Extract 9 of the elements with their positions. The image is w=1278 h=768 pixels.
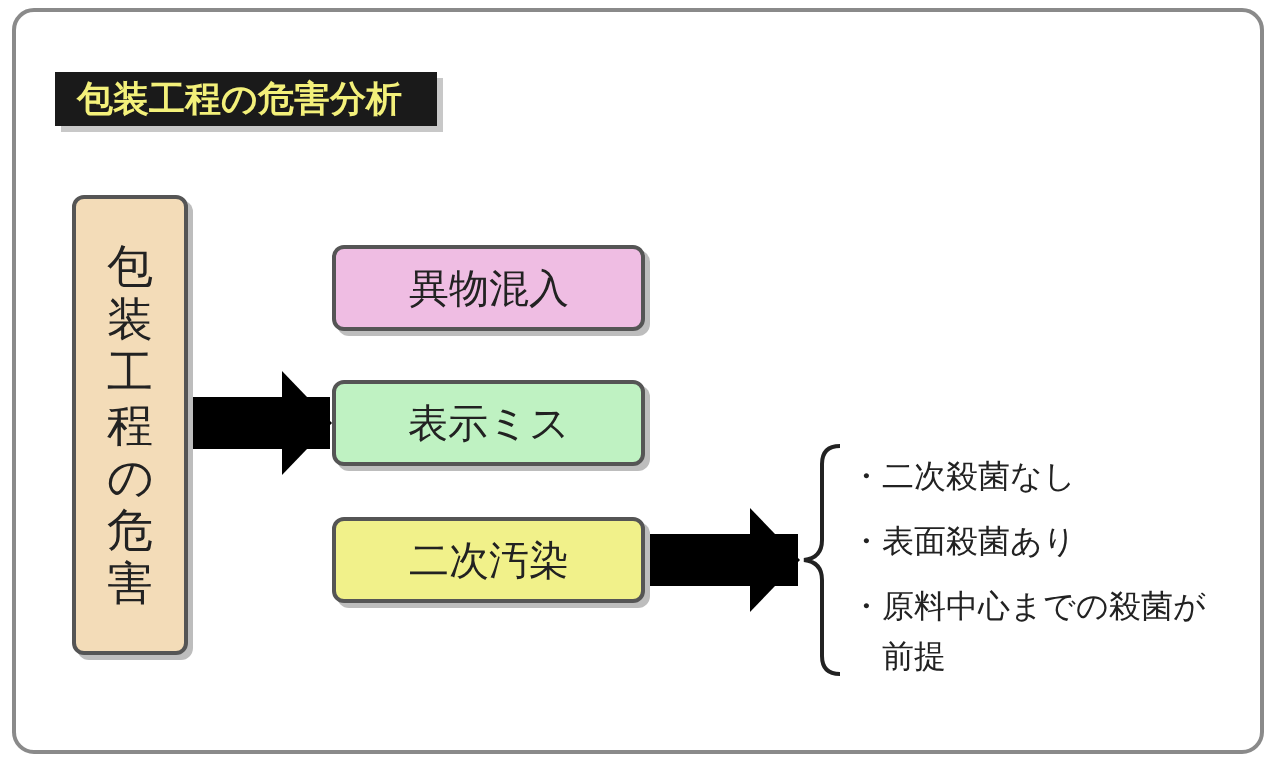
block-arrow [649,508,800,612]
box-label: 表示ミス [407,398,570,448]
box-label: 異物混入 [408,263,569,313]
bullet-item: ・表面殺菌あり [850,521,1077,562]
bullet-item: ・二次殺菌なし [850,456,1077,497]
box-label: 二次汚染 [408,535,569,585]
block-arrow [192,371,332,475]
bullet-item: ・原料中心までの殺菌が前提 [850,586,1207,677]
box-label: 包装工程の危害 [107,239,153,611]
